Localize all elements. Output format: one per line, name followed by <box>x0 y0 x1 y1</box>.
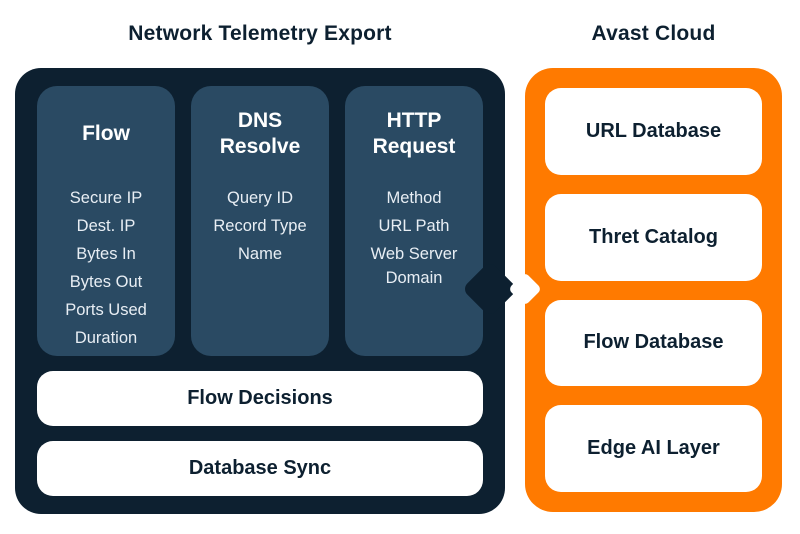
flow-item: Bytes Out <box>69 273 143 291</box>
flow-item: Secure IP <box>69 189 143 207</box>
telemetry-columns: Flow Secure IP Dest. IP Bytes In Bytes O… <box>37 86 483 356</box>
column-dns-items: Query ID Record Type Name <box>191 186 329 266</box>
dns-item: Name <box>237 245 282 263</box>
flow-item: Ports Used <box>65 301 147 319</box>
cloud-panel: URL Database Thret Catalog Flow Database… <box>525 68 782 512</box>
column-flow: Flow Secure IP Dest. IP Bytes In Bytes O… <box>37 86 175 356</box>
database-sync-bar: Database Sync <box>37 441 483 496</box>
telemetry-panel: Flow Secure IP Dest. IP Bytes In Bytes O… <box>15 68 505 514</box>
flow-item: Dest. IP <box>76 217 136 235</box>
flow-database-box: Flow Database <box>545 299 762 387</box>
flow-item: Bytes In <box>76 245 136 263</box>
http-item: Web Server Domain <box>370 245 458 287</box>
flow-item: Duration <box>74 329 138 347</box>
url-database-box: URL Database <box>545 88 762 175</box>
column-flow-items: Secure IP Dest. IP Bytes In Bytes Out Po… <box>37 186 175 350</box>
dns-item: Query ID <box>226 189 294 207</box>
dns-item: Record Type <box>213 217 307 235</box>
edge-ai-layer-box: Edge AI Layer <box>545 405 762 492</box>
column-http-request: HTTP Request Method URL Path Web Server … <box>345 86 483 356</box>
flow-decisions-bar: Flow Decisions <box>37 371 483 426</box>
telemetry-panel-title: Network Telemetry Export <box>128 22 392 45</box>
column-http-header: HTTP Request <box>372 108 456 158</box>
column-http-items: Method URL Path Web Server Domain <box>345 186 483 290</box>
column-flow-header: Flow <box>82 121 130 145</box>
column-dns-header: DNS Resolve <box>219 108 301 158</box>
thret-catalog-box: Thret Catalog <box>545 193 762 281</box>
http-item: Method <box>386 189 442 207</box>
cloud-panel-title: Avast Cloud <box>591 22 716 45</box>
http-item: URL Path <box>378 217 450 235</box>
column-dns-resolve: DNS Resolve Query ID Record Type Name <box>191 86 329 356</box>
